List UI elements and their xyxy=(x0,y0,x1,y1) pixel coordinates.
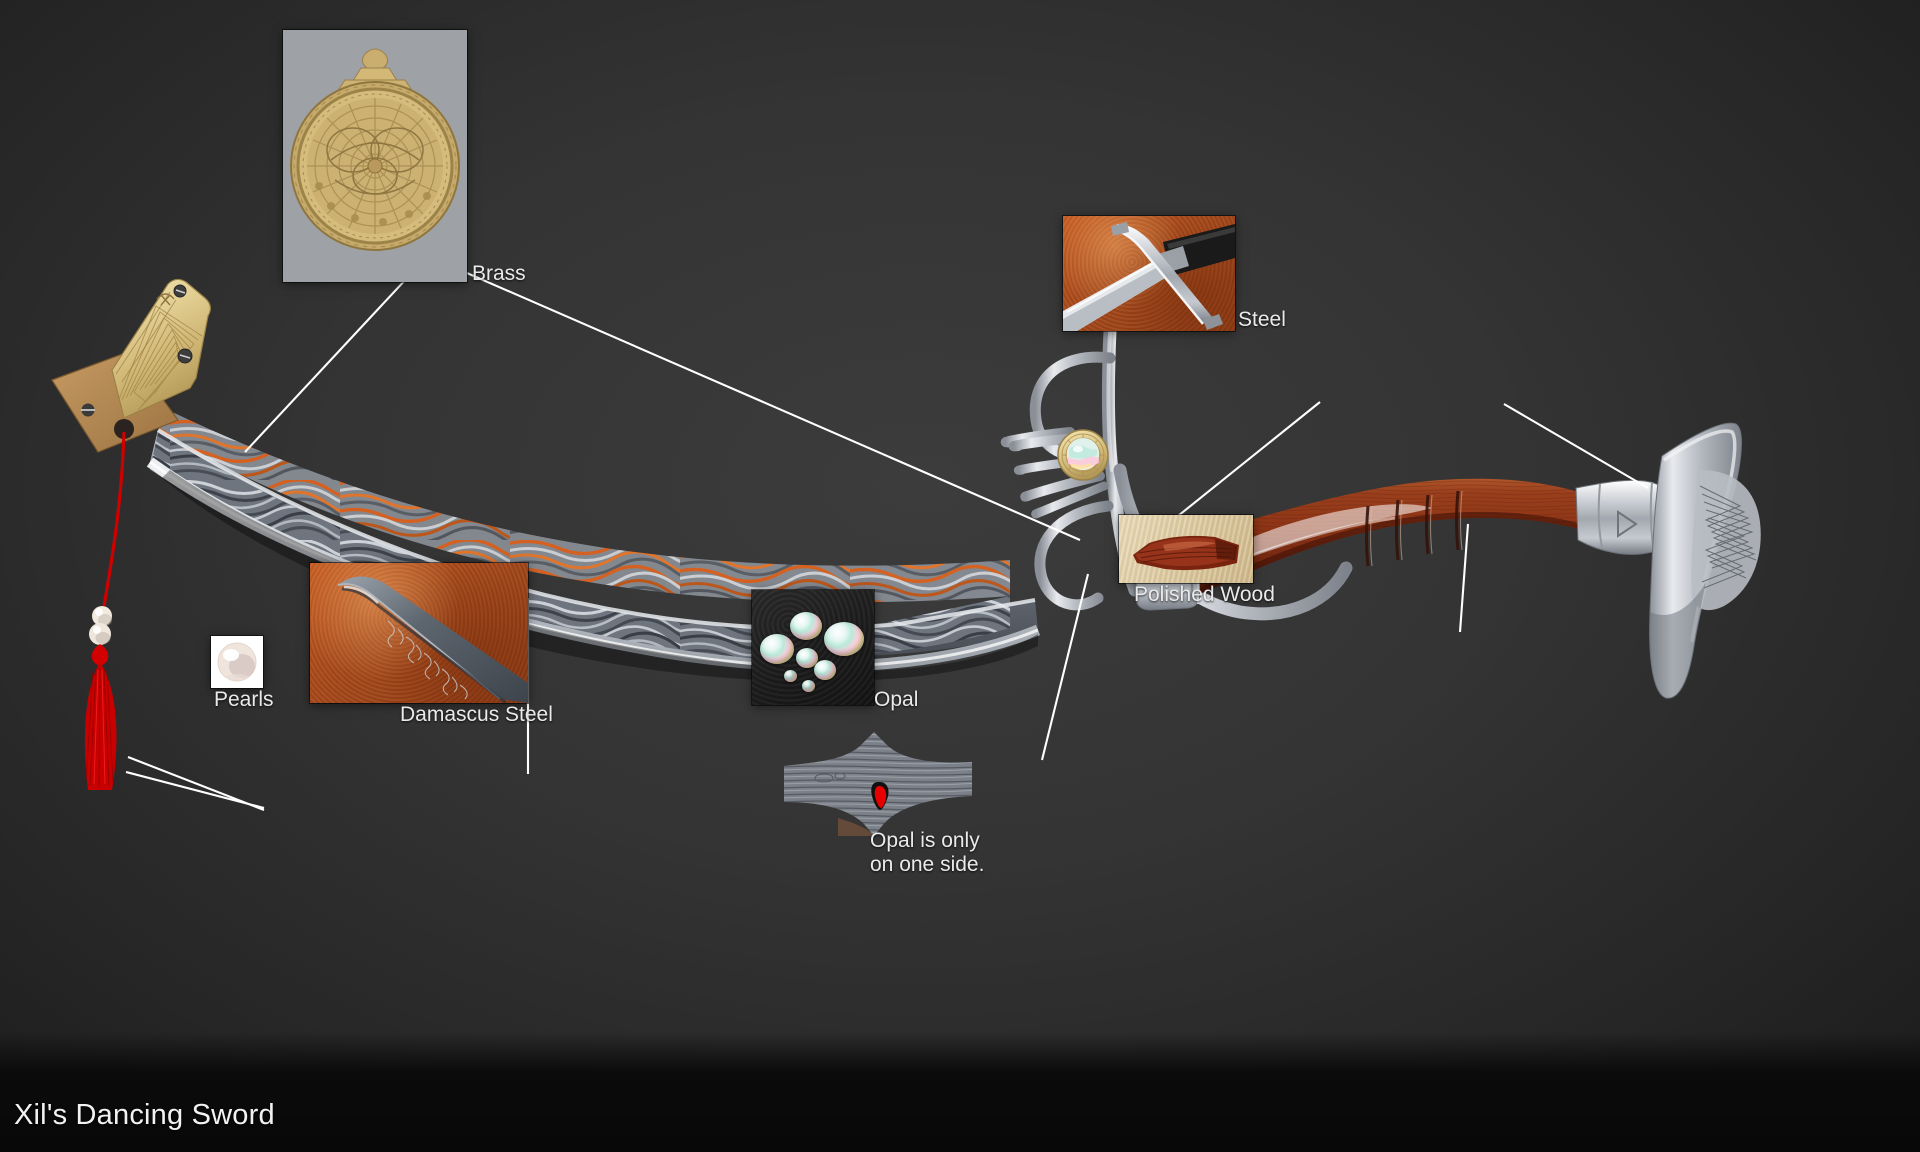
opal-gem xyxy=(790,612,822,640)
caption-polished-wood: Polished Wood xyxy=(1134,583,1275,606)
bottom-band xyxy=(0,1032,1920,1152)
opal-gem xyxy=(824,622,864,656)
opal-gem xyxy=(802,680,815,692)
caption-opal-side-note: Opal is only on one side. xyxy=(870,829,985,877)
thumbnail-opal[interactable] xyxy=(752,590,874,705)
caption-brass: Brass xyxy=(472,262,526,285)
cross-section-guard-diagram xyxy=(784,732,972,836)
opal-gem xyxy=(814,660,836,680)
opal-gem xyxy=(760,634,794,664)
brass-blade-fitting xyxy=(51,278,211,453)
thumbnail-damascus-steel[interactable] xyxy=(310,563,528,703)
red-tassel xyxy=(84,431,126,790)
opal-gem xyxy=(796,648,818,668)
caption-opal: Opal xyxy=(874,688,919,711)
opal-inlay xyxy=(1057,429,1109,481)
thumbnail-pearls[interactable] xyxy=(211,636,263,688)
thumbnail-brass[interactable] xyxy=(283,30,467,282)
wood-grip xyxy=(1200,478,1582,594)
flared-pommel xyxy=(1575,422,1761,699)
caption-damascus-steel: Damascus Steel xyxy=(400,703,553,726)
opal-gem xyxy=(784,670,797,682)
thumbnail-polished-wood[interactable] xyxy=(1119,515,1253,583)
page-title: Xil's Dancing Sword xyxy=(14,1099,275,1131)
thumbnail-steel[interactable] xyxy=(1063,216,1235,331)
caption-steel: Steel xyxy=(1238,308,1286,331)
caption-pearls: Pearls xyxy=(214,688,274,711)
